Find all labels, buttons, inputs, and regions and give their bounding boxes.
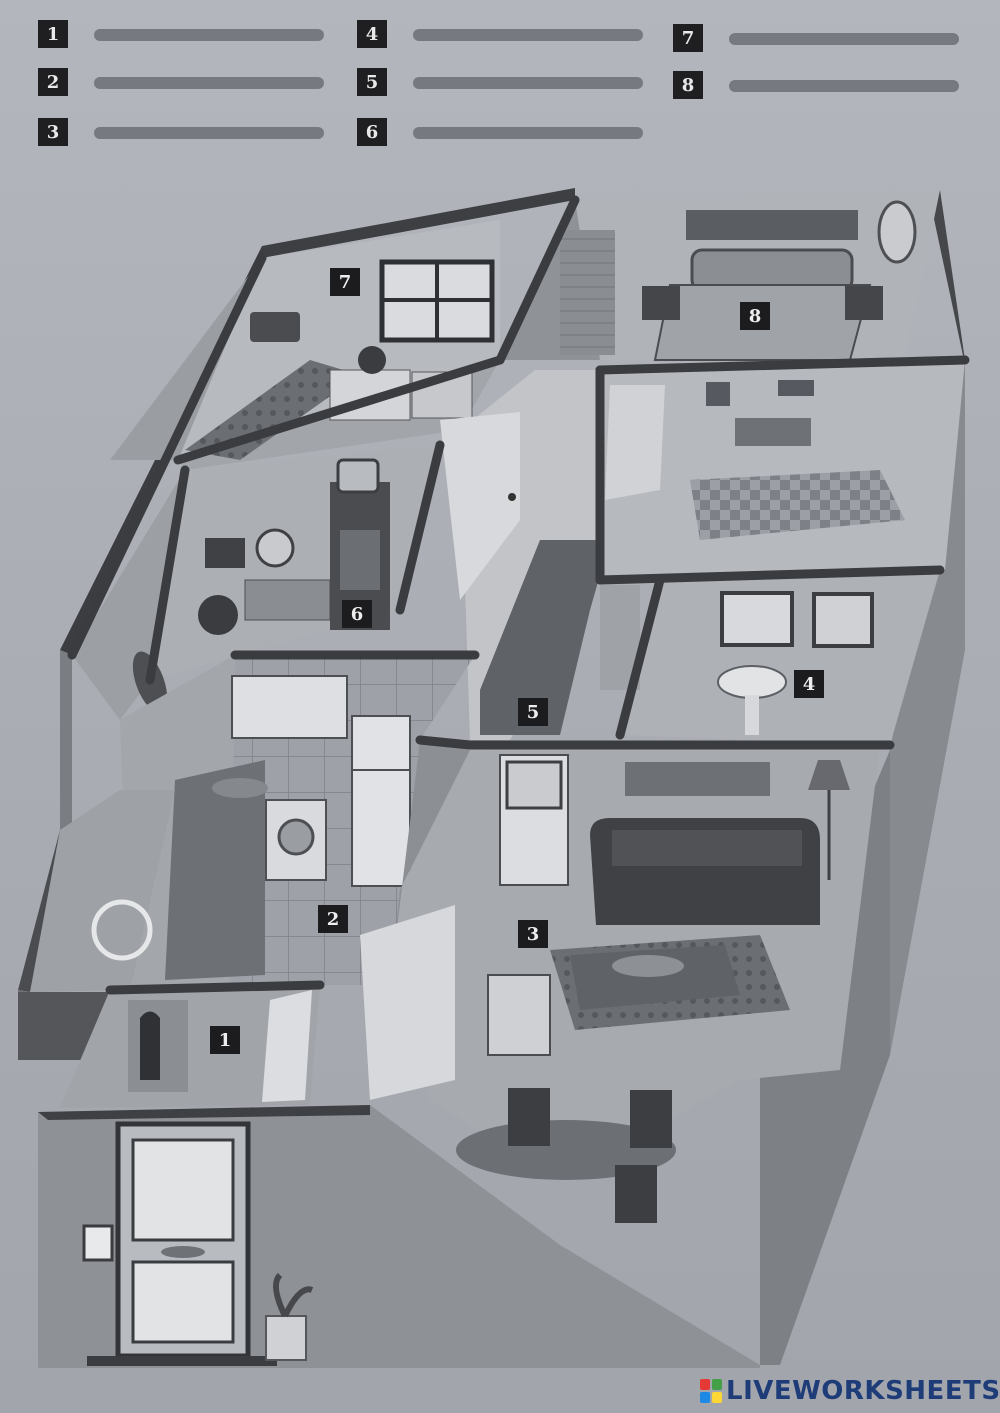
answer-number-1: 1 [38,20,68,48]
room-3-living-room [360,740,880,1223]
wall-painting [686,210,858,240]
kitchen-cupboards [231,675,348,739]
answer-field-4[interactable] [413,29,643,41]
room-5-hallway [440,370,610,740]
coat-icon [140,1011,160,1080]
hall-door [262,990,312,1102]
room-tag-3: 3 [518,920,548,948]
drawer-unit [487,974,551,1056]
laptop [205,538,245,568]
answer-field-1[interactable] [94,29,324,41]
answer-number-6: 6 [357,118,387,146]
desk-chair [358,346,386,374]
brand-name: LIVEWORKSHEETS [726,1376,1000,1406]
bathroom-mirror [720,591,794,647]
liveworksheets-logo: LIVEWORKSHEETS [700,1376,1000,1406]
answer-row-8: 8 [673,71,963,101]
answer-field-6[interactable] [413,127,643,139]
answer-number-2: 2 [38,68,68,96]
wardrobe [560,230,615,355]
answer-field-8[interactable] [729,80,959,92]
answer-field-7[interactable] [729,33,959,45]
coffee-table [570,945,740,1010]
answer-number-3: 3 [38,118,68,146]
answer-row-6: 6 [357,118,647,148]
wall-picture [735,418,811,446]
room-4-bathroom [600,570,940,745]
plant-pot [265,1315,307,1361]
guest-room-door [605,385,665,500]
landscape-painting [625,762,770,796]
doormat [87,1356,277,1366]
answer-number-4: 4 [357,20,387,48]
room-tag-4: 4 [794,670,824,698]
nightstand-right [845,286,883,320]
bathroom-cabinet [812,592,874,648]
dining-chair [615,1165,657,1223]
answer-field-5[interactable] [413,77,643,89]
hallway-door [440,412,520,600]
floor-lamp [808,760,850,790]
washbasin [717,665,787,699]
kitchen-counter [165,760,265,980]
globe [255,528,295,568]
nightstand-left [642,286,680,320]
interior-walls [67,195,970,995]
answer-number-7: 7 [673,24,703,52]
bed [185,360,360,460]
liveworksheets-logo-icon [700,1379,722,1403]
answer-number-8: 8 [673,71,703,99]
mirror [877,200,917,264]
room-tag-5: 5 [518,698,548,726]
room-7-bedroom [110,220,500,470]
dining-chair [630,1090,672,1148]
room-1-entrance-hall [60,985,320,1108]
room-tag-1: 1 [210,1026,240,1054]
room-tag-6: 6 [342,600,372,628]
study-chair [198,595,238,635]
dining-chair [508,1088,550,1146]
answer-field-2[interactable] [94,77,324,89]
balcony-chair [91,899,153,961]
doorbell-panel [82,1224,114,1262]
radio-icon [250,312,300,342]
room-tag-2: 2 [318,905,348,933]
answer-row-7: 7 [673,24,963,54]
answer-field-3[interactable] [94,127,324,139]
front-door [82,1121,314,1366]
room-tag-7: 7 [330,268,360,296]
answer-row-4: 4 [357,20,647,50]
refrigerator [351,715,411,887]
living-room-open-door [360,905,455,1100]
answer-row-5: 5 [357,68,647,98]
answer-row-3: 3 [38,118,328,148]
sofa-bed [690,470,905,540]
answer-row-1: 1 [38,20,328,50]
answer-number-5: 5 [357,68,387,96]
television [336,458,380,494]
study-desk [244,579,331,621]
room-guest-bedroom [600,360,965,575]
answer-row-2: 2 [38,68,328,98]
room-tag-8: 8 [740,302,770,330]
hallway-rug [480,540,610,735]
